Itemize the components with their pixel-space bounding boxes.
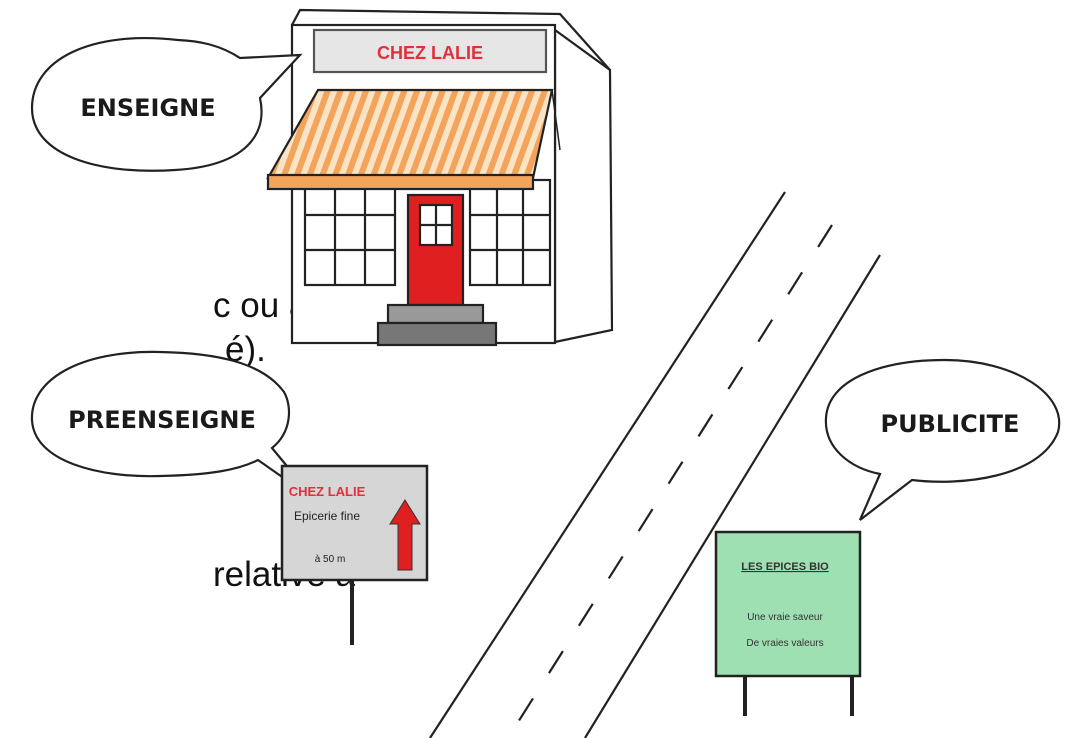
bubble-enseigne-label: ENSEIGNE — [80, 94, 215, 122]
preenseigne-sign-line2: à 50 m — [315, 554, 346, 565]
shop-step-top — [388, 305, 483, 323]
shop-sign-text: CHEZ LALIE — [377, 43, 483, 63]
shop-window-left — [305, 180, 395, 285]
bubble-publicite-label: PUBLICITE — [881, 410, 1020, 438]
bubble-preenseigne: PREENSEIGNE — [32, 352, 315, 500]
bubble-preenseigne-label: PREENSEIGNE — [68, 406, 256, 434]
bubble-enseigne: ENSEIGNE — [32, 38, 300, 171]
billboard-title: LES EPICES BIO — [741, 561, 829, 573]
preenseigne-sign-title: CHEZ LALIE — [289, 484, 366, 499]
publicite-billboard — [716, 532, 860, 716]
bubble-publicite: PUBLICITE — [826, 360, 1059, 520]
shop-awning — [268, 90, 552, 178]
billboard-line1: Une vraie saveur — [747, 612, 823, 623]
shop-window-right — [470, 180, 550, 285]
preenseigne-sign-line1: Epicerie fine — [294, 509, 360, 523]
billboard-line2: De vraies valeurs — [746, 638, 823, 649]
shop-step-bottom — [378, 323, 496, 345]
